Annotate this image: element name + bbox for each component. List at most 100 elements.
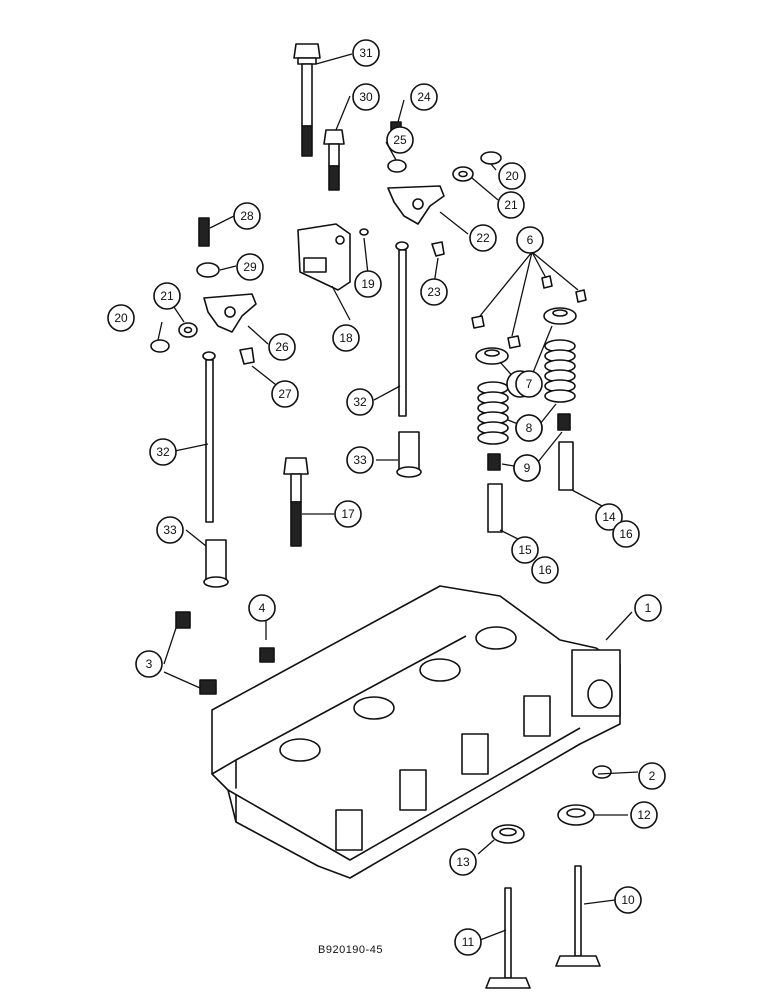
callout-6: 6 [516,226,544,254]
svg-text:32: 32 [156,445,170,459]
callout-16-right: 16 [612,520,640,548]
svg-text:22: 22 [476,231,490,245]
svg-text:15: 15 [518,543,532,557]
part-bolt-center [283,457,309,547]
part-valve-spring-left [477,381,509,445]
callout-20-left: 20 [107,304,135,332]
part-washer-right [452,166,474,182]
svg-text:9: 9 [524,461,531,475]
part-exhaust-valve [555,865,601,967]
callout-24: 24 [410,83,438,111]
svg-text:17: 17 [341,507,355,521]
svg-text:14: 14 [602,510,616,524]
callout-30: 30 [352,83,380,111]
callout-11: 11 [454,928,482,956]
part-expansion-plug [259,647,275,663]
part-intake-valve [485,887,531,989]
callout-22: 22 [469,224,497,252]
part-valve-guide-right [558,441,574,491]
part-seat-insert-left [491,824,525,844]
part-rocker-arm-right [387,185,445,225]
svg-text:30: 30 [359,90,373,104]
callout-2: 2 [638,762,666,790]
svg-text:18: 18 [339,331,353,345]
part-stem-seal-left [487,453,501,471]
svg-text:13: 13 [456,855,470,869]
svg-text:12: 12 [637,808,651,822]
svg-text:16: 16 [538,563,552,577]
svg-text:21: 21 [504,198,518,212]
callout-33-left: 33 [156,516,184,544]
callout-21-right: 21 [497,191,525,219]
svg-text:11: 11 [462,935,475,949]
part-spring-retainer-right [543,307,577,325]
part-cylinder-head [211,585,621,879]
svg-text:33: 33 [163,523,177,537]
svg-text:19: 19 [361,277,375,291]
part-rocker-support [297,223,351,291]
part-seat-insert-right [557,804,595,826]
part-bolt-long [293,43,321,157]
callout-21-left: 21 [153,282,181,310]
callout-7-right: 7 [515,370,543,398]
part-valve-spring-right [544,339,576,403]
part-nut-right [387,159,407,173]
part-clip-right [431,241,445,257]
callout-12: 12 [630,801,658,829]
part-push-rod-left [202,351,216,523]
callout-23: 23 [420,278,448,306]
callout-31: 31 [352,39,380,67]
svg-text:23: 23 [427,285,441,299]
svg-text:8: 8 [526,421,533,435]
svg-text:2: 2 [649,769,656,783]
part-rocker-arm-left [203,293,257,333]
svg-text:6: 6 [527,233,534,247]
svg-text:21: 21 [160,289,174,303]
callout-25: 25 [386,126,414,154]
svg-text:33: 33 [353,453,367,467]
callout-29: 29 [236,253,264,281]
callout-27: 27 [271,380,299,408]
callout-33-right: 33 [346,446,374,474]
svg-text:3: 3 [146,657,153,671]
part-tappet-right [396,431,422,478]
svg-text:26: 26 [275,340,289,354]
part-tappet-left [203,539,229,588]
part-washer-left [178,322,198,338]
part-snap-ring-left [150,339,170,353]
part-nut-left [196,262,220,278]
svg-text:24: 24 [417,90,431,104]
callout-15: 15 [511,536,539,564]
part-push-rod-right [395,241,409,417]
svg-text:7: 7 [526,377,533,391]
callout-14: 14 [595,503,623,531]
part-valve-keepers [471,275,587,349]
callout-19: 19 [354,270,382,298]
callout-26: 26 [268,333,296,361]
svg-text:10: 10 [621,893,635,907]
callout-17: 17 [334,500,362,528]
callout-8-right: 8 [515,414,543,442]
svg-text:29: 29 [243,260,257,274]
callout-group: 1 2 3 4 6 7 7 8 8 9 9 10 11 12 13 14 15 … [107,39,666,956]
svg-text:27: 27 [278,387,292,401]
callout-28: 28 [233,202,261,230]
callout-1: 1 [634,594,662,622]
svg-text:28: 28 [240,209,254,223]
part-spring-retainer-left [475,347,509,365]
callout-13: 13 [449,848,477,876]
part-stem-seal-right [557,413,571,431]
svg-text:1: 1 [645,601,652,615]
part-snap-ring-right [480,151,502,165]
callout-16-left: 16 [531,556,559,584]
callout-18: 18 [332,324,360,352]
part-cup-plug-lower [199,679,217,695]
part-bolt-short [323,129,345,191]
svg-text:20: 20 [505,169,519,183]
callout-20-right: 20 [498,162,526,190]
part-clip-left [239,347,255,365]
svg-text:16: 16 [619,527,633,541]
leader-lines [157,53,639,941]
callout-4: 4 [248,594,276,622]
